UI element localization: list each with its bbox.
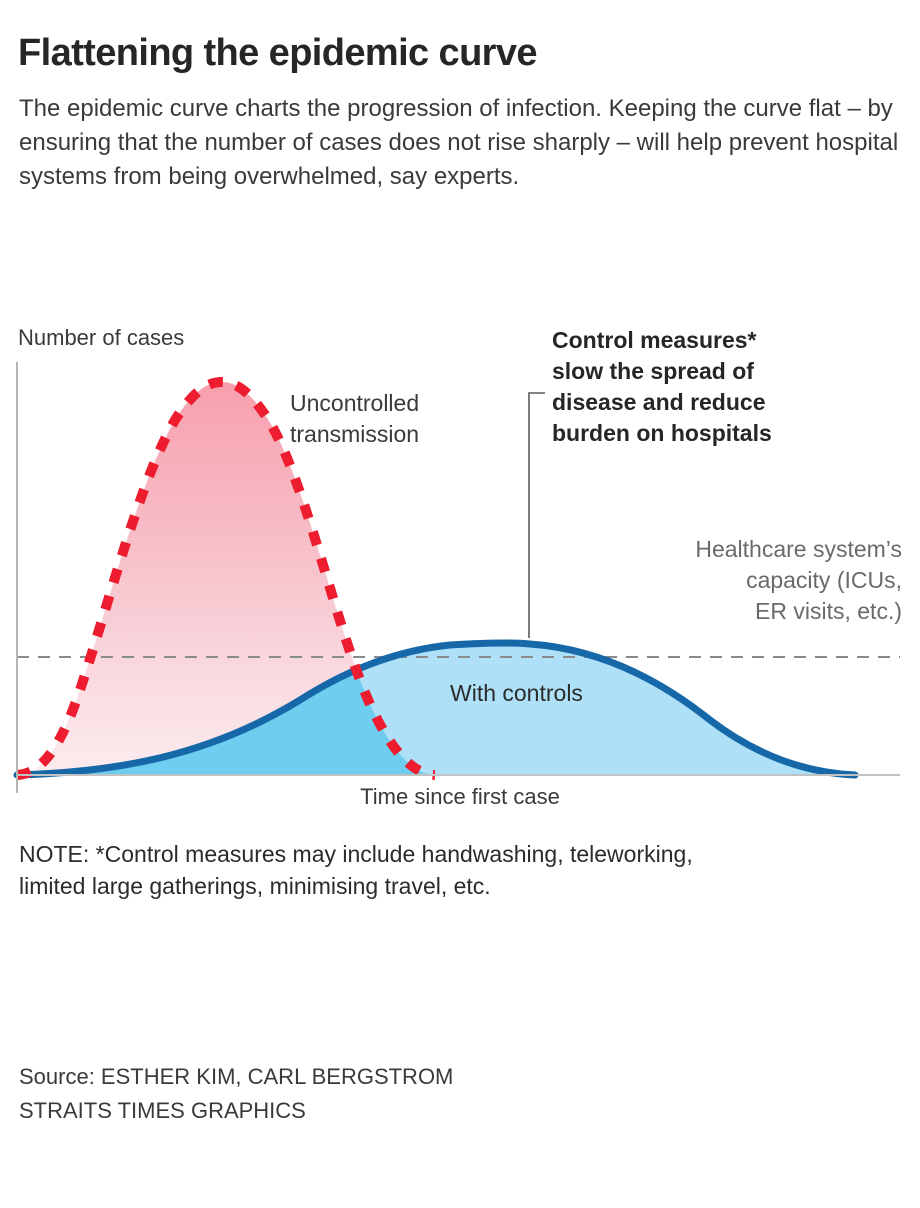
note-line-2: limited large gatherings, minimising tra… (19, 873, 491, 899)
page-title: Flattening the epidemic curve (18, 32, 538, 74)
annotation-capacity-line-3: ER visits, etc.) (755, 598, 902, 624)
chart-source: Source: ESTHER KIM, CARL BERGSTROM STRAI… (19, 1060, 899, 1128)
annotation-uncontrolled-transmission: Uncontrolled transmission (290, 388, 419, 450)
source-line-1: Source: ESTHER KIM, CARL BERGSTROM (19, 1064, 454, 1089)
page-subtitle: The epidemic curve charts the progressio… (19, 95, 899, 190)
annotation-capacity-line-1: Healthcare system’s (695, 536, 902, 562)
annotation-uncontrolled-line-1: Uncontrolled (290, 390, 420, 416)
annotation-uncontrolled-line-2: transmission (290, 421, 420, 447)
uncontrolled-curve (16, 376, 436, 780)
source-line-2: STRAITS TIMES GRAPHICS (19, 1098, 306, 1123)
annotation-healthcare-capacity: Healthcare system’s capacity (ICUs, ER v… (482, 534, 902, 627)
annotation-control-line-4: burden on hospitals (552, 420, 772, 446)
callout-leader-line (528, 392, 545, 638)
annotation-with-controls: With controls (450, 680, 583, 706)
annotation-control-line-1: Control measures* (552, 327, 757, 353)
note-line-1: NOTE: *Control measures may include hand… (19, 841, 693, 867)
epidemic-curve-chart (0, 300, 920, 820)
with-controls-curve (13, 639, 859, 779)
annotation-capacity-line-2: capacity (ICUs, (746, 567, 902, 593)
annotation-control-line-3: disease and reduce (552, 389, 766, 415)
annotation-control-line-2: slow the spread of (552, 358, 754, 384)
uncontrolled-area (17, 382, 435, 775)
annotation-control-measures: Control measures* slow the spread of dis… (552, 325, 892, 449)
chart-note: NOTE: *Control measures may include hand… (19, 838, 899, 902)
y-axis-label: Number of cases (18, 325, 185, 350)
